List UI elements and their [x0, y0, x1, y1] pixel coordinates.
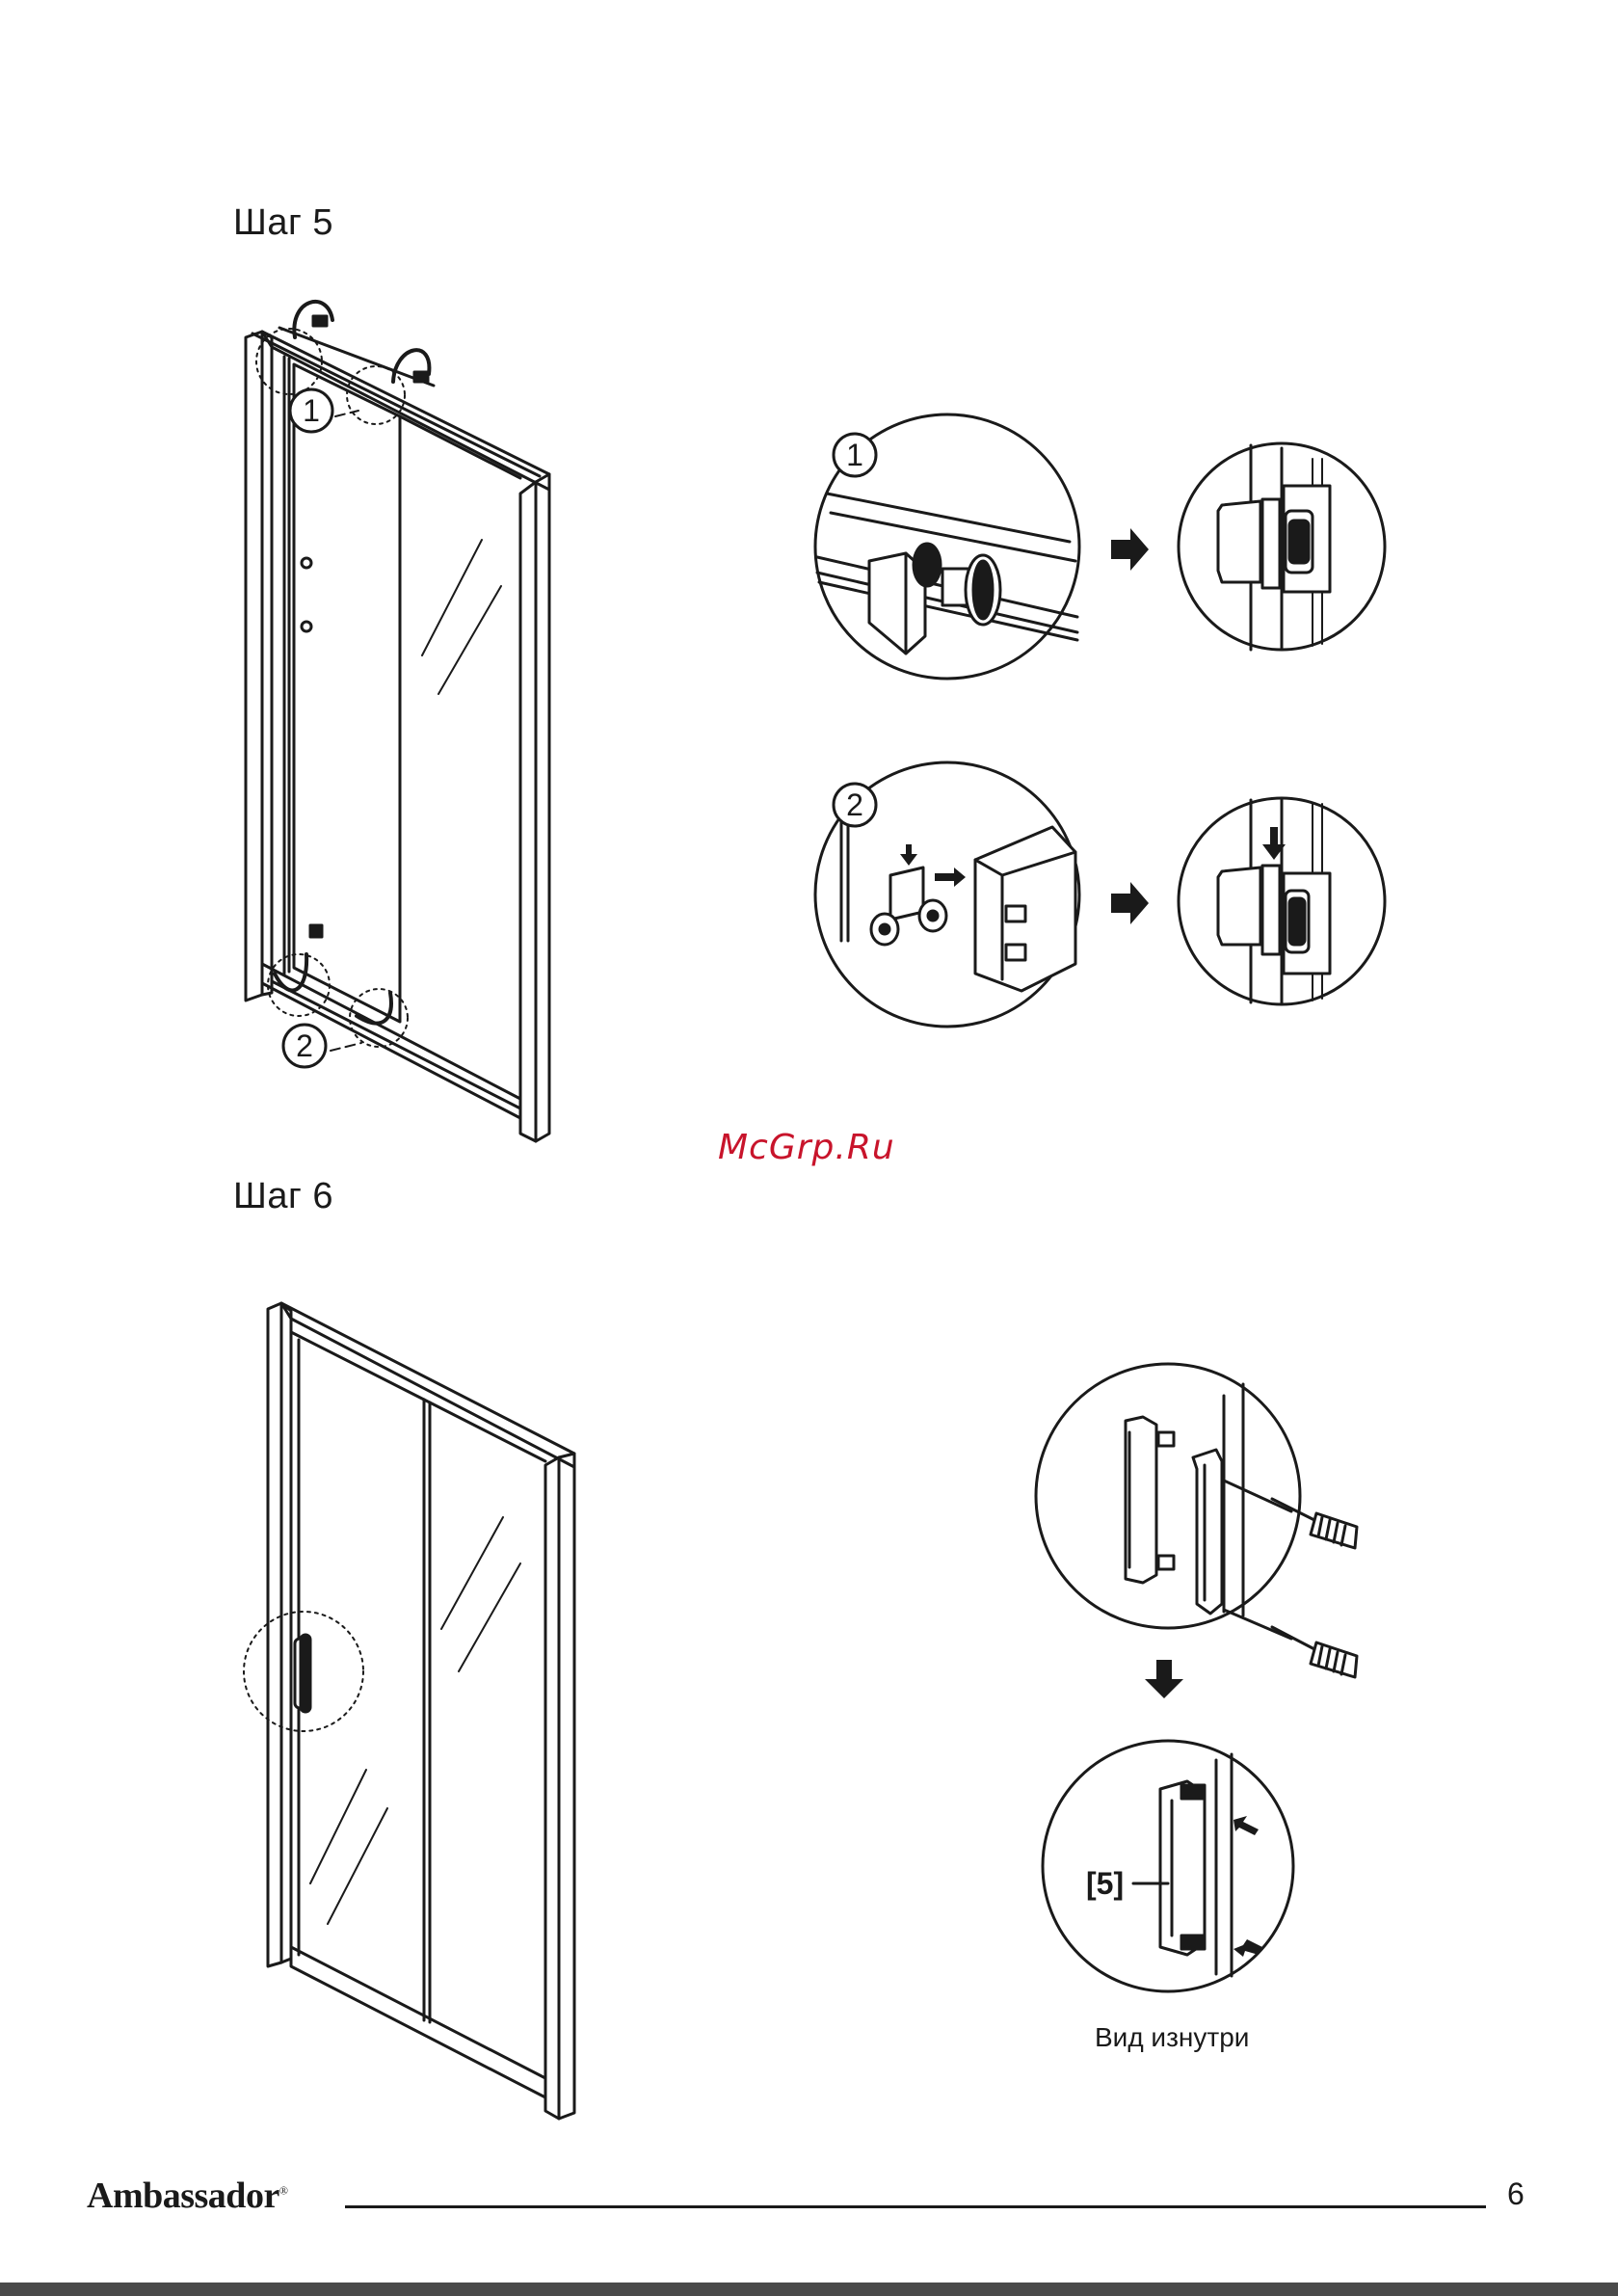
watermark: McGrp.Ru — [718, 1128, 895, 1167]
arrow-right-icon — [1111, 528, 1149, 571]
arrow-right-icon — [1111, 882, 1149, 924]
inside-view-caption: Вид изнутри — [1095, 2022, 1249, 2053]
detail-2-result-view — [1179, 798, 1385, 1004]
screwdriver-icon — [1272, 1627, 1357, 1677]
bottom-bar — [0, 2283, 1618, 2296]
page-number: 6 — [1507, 2176, 1525, 2212]
marker-2-label: 2 — [296, 1028, 313, 1063]
brand-logo: Ambassador® — [87, 2175, 287, 2217]
step5-door-frame — [246, 302, 549, 1141]
part-reference-label: [5] — [1086, 1866, 1124, 1902]
screwdriver-icon — [1272, 1499, 1357, 1548]
detail-1-label: 1 — [846, 438, 863, 472]
handle-result-view — [1043, 1741, 1293, 1991]
handle-install-view — [1036, 1364, 1357, 1677]
detail-2-label: 2 — [846, 788, 863, 822]
footer-divider — [345, 2205, 1486, 2208]
detail-1-result-view — [1179, 443, 1385, 650]
step6-door — [244, 1303, 574, 2119]
marker-1-label: 1 — [303, 393, 320, 428]
arrow-down-icon — [1145, 1660, 1183, 1698]
